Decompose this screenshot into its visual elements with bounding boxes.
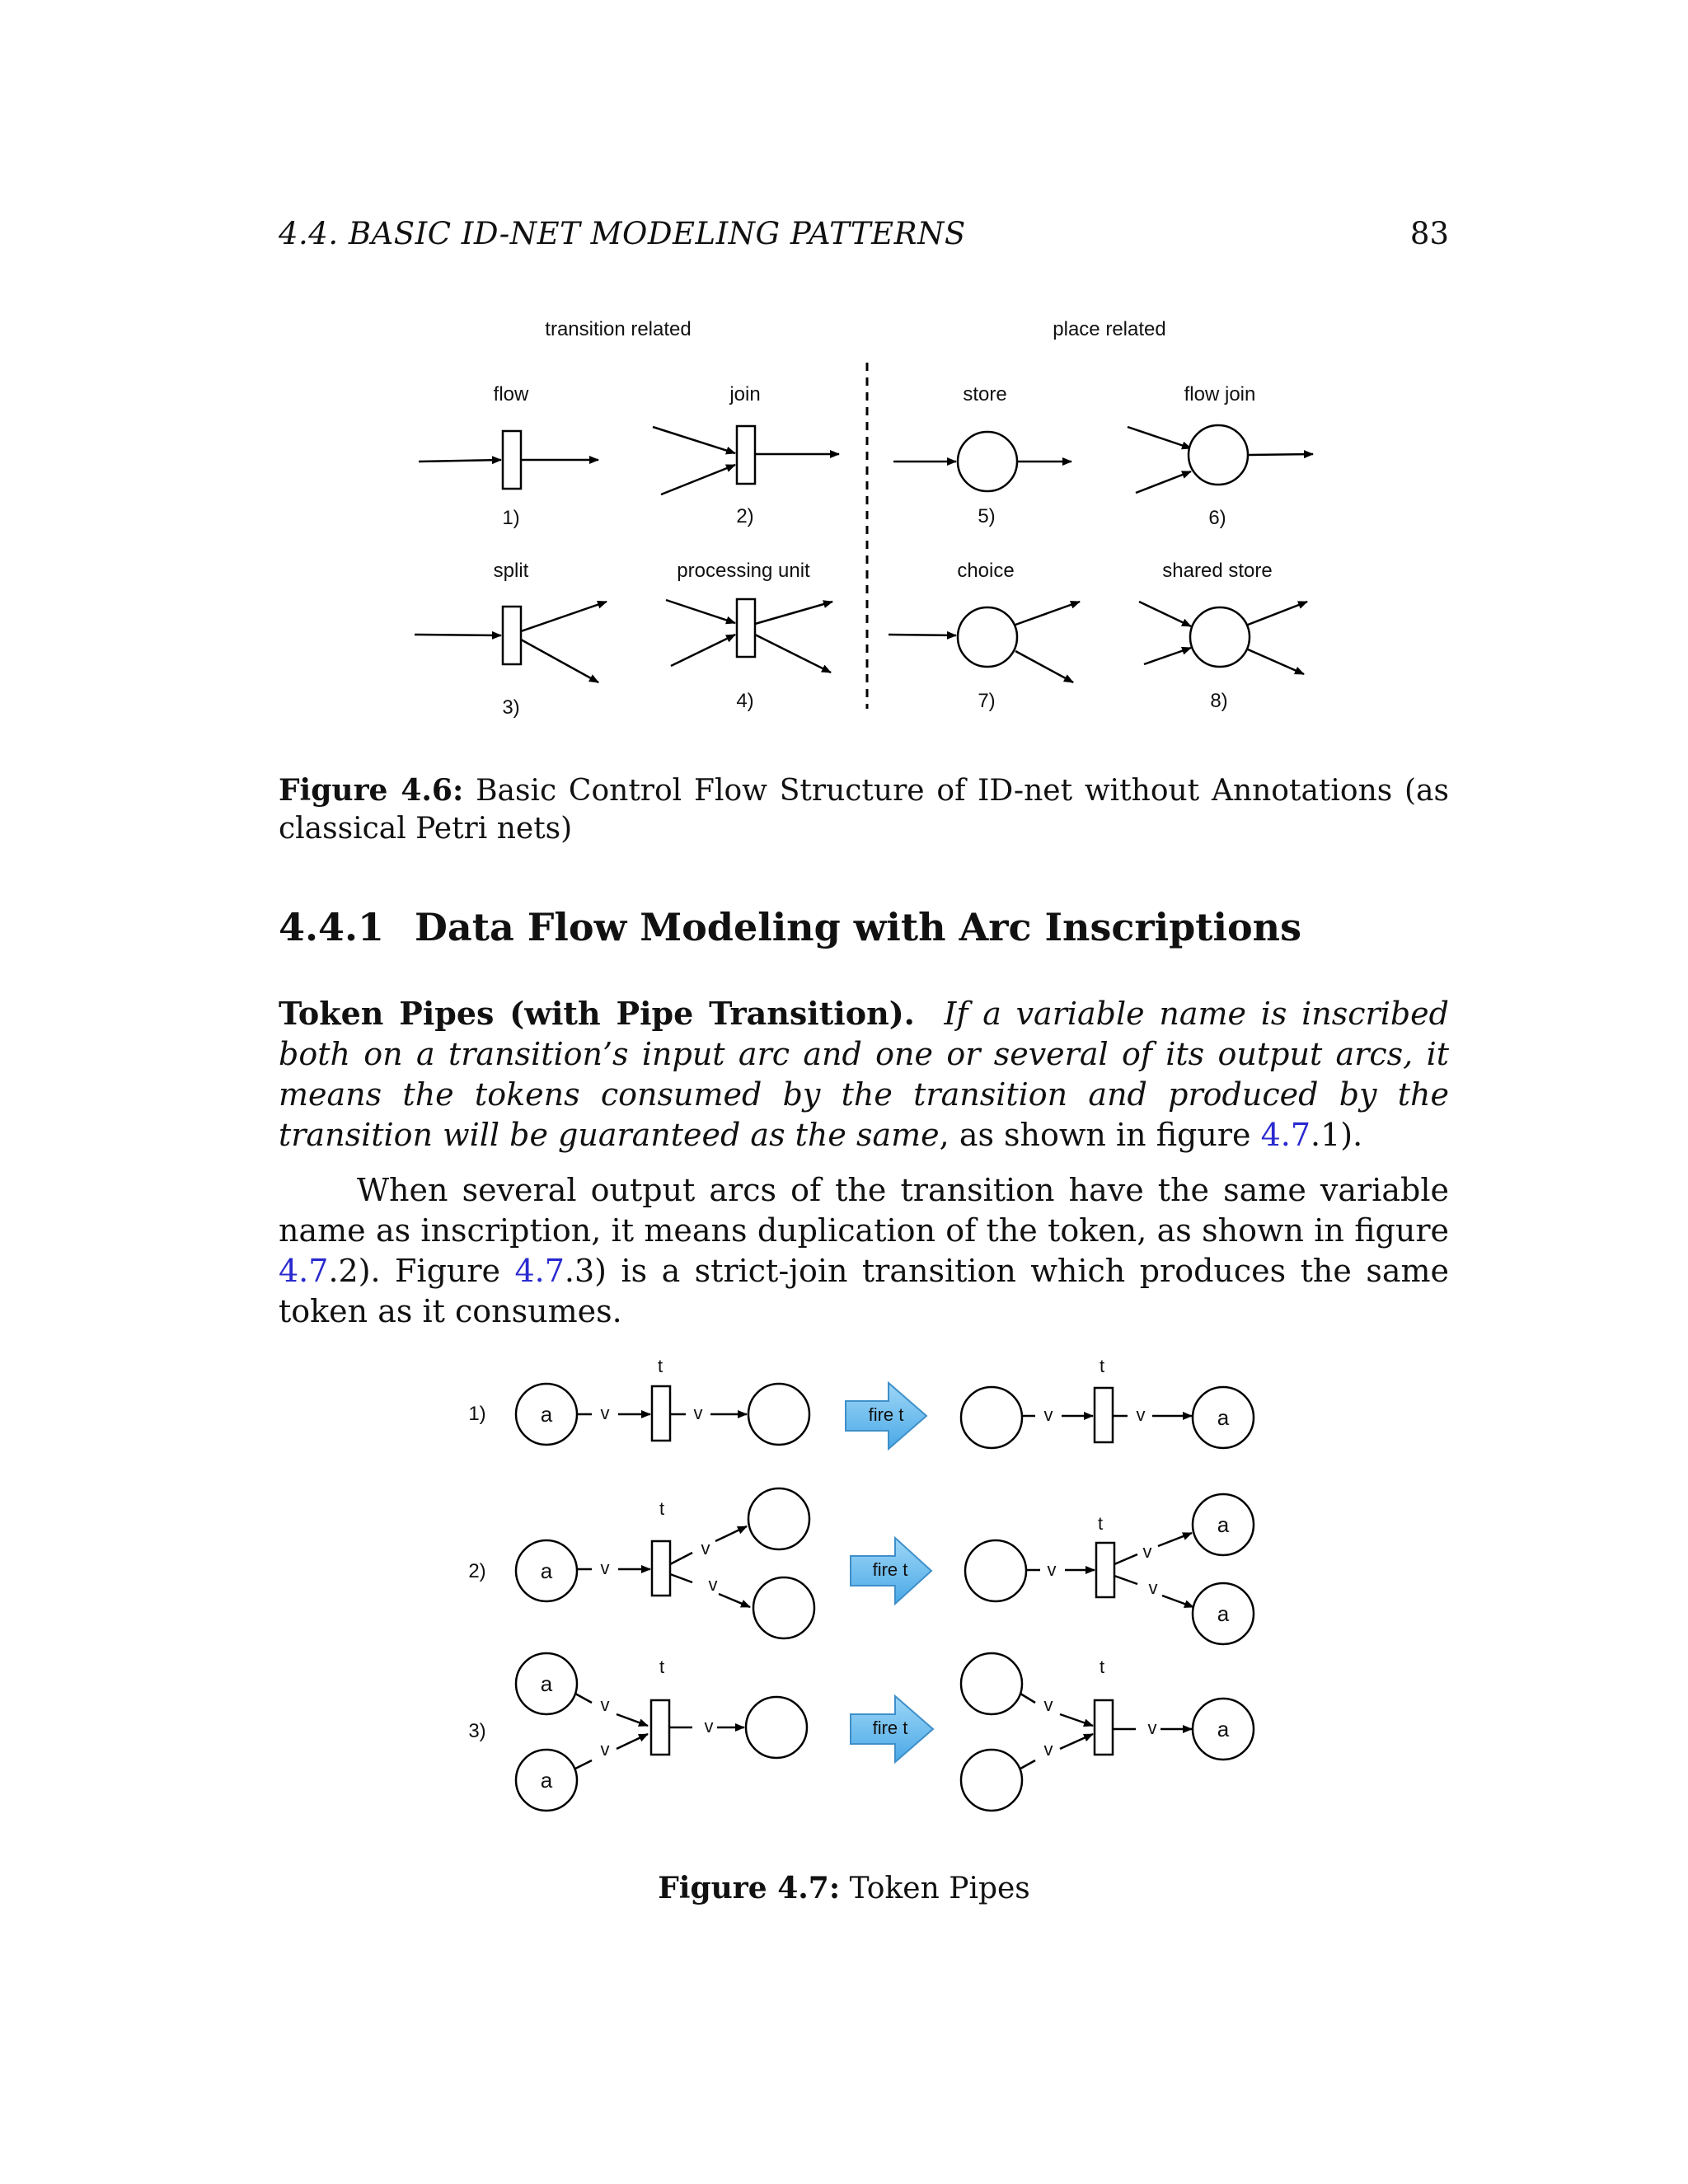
fire-label: fire t: [873, 1718, 908, 1738]
token-label: a: [541, 1558, 553, 1583]
variable-label: v: [1044, 1694, 1053, 1715]
transition-label: t: [1100, 1657, 1104, 1677]
variable-label: v: [601, 1403, 610, 1423]
figure-4-7-caption: Figure 4.7: Token Pipes: [0, 1869, 1688, 1908]
pattern-flow: [418, 429, 599, 490]
paragraph-duplication: When several output arcs of the transiti…: [279, 1172, 1449, 1329]
fire-arrow-2: [850, 1535, 933, 1606]
variable-label: v: [1048, 1559, 1057, 1580]
token-label: a: [1217, 1512, 1230, 1537]
caption-label: Figure 4.6:: [279, 773, 464, 808]
figure-4-6-diagram: transition related place related flow jo…: [414, 318, 1314, 719]
running-header: 4.4. BASIC ID-NET MODELING PATTERNS: [279, 216, 966, 251]
pattern-store: [893, 430, 1072, 493]
variable-label: v: [1044, 1739, 1053, 1760]
pattern-shared-store: [1138, 600, 1308, 676]
caption-text: Basic Control Flow Structure of ID-net w…: [279, 774, 1449, 846]
label-transition-related: transition related: [545, 318, 691, 340]
transition-label: t: [659, 1498, 664, 1519]
figure-4-7-diagram: 1) 2) 3): [468, 1356, 1255, 1812]
variable-label: v: [701, 1538, 710, 1558]
label-flow-join: flow join: [1184, 383, 1256, 405]
variable-label: v: [1044, 1404, 1053, 1425]
transition-label: t: [1098, 1513, 1103, 1534]
variable-label: v: [694, 1403, 703, 1423]
label-split: split: [494, 560, 529, 582]
label-store: store: [963, 383, 1006, 405]
paragraph-definition: If a variable name is inscribed both on …: [279, 996, 1449, 1153]
row-2-before: [514, 1487, 816, 1640]
fire-arrow-3: [850, 1694, 935, 1765]
pattern-join: [652, 424, 840, 496]
row-2-after: [964, 1493, 1255, 1646]
pattern-processing-unit: [665, 598, 833, 674]
row-3-after: [959, 1652, 1255, 1812]
figure-link[interactable]: 4.7: [1260, 1117, 1311, 1153]
variable-label: v: [601, 1558, 610, 1578]
paragraph-lead: Token Pipes (with Pipe Transition).: [279, 995, 915, 1032]
pattern-flow-join: [1127, 424, 1314, 494]
token-label: a: [541, 1402, 553, 1427]
fire-label: fire t: [873, 1559, 908, 1580]
figure-link[interactable]: 4.7: [514, 1253, 565, 1289]
variable-label: v: [601, 1694, 610, 1715]
label-choice: choice: [957, 560, 1014, 582]
label-place-related: place related: [1053, 318, 1165, 340]
token-label: a: [1217, 1405, 1230, 1430]
variable-label: v: [601, 1739, 610, 1760]
transition-label: t: [658, 1356, 663, 1376]
row-label-2: 2): [468, 1560, 485, 1582]
variable-label: v: [1143, 1541, 1152, 1562]
row-1-after: [959, 1385, 1255, 1450]
token-label: a: [541, 1671, 553, 1696]
variable-label: v: [1149, 1577, 1158, 1598]
number-8: 8): [1210, 690, 1227, 712]
number-2: 2): [736, 505, 753, 527]
variable-label: v: [1137, 1404, 1146, 1425]
pattern-choice: [888, 600, 1081, 684]
label-flow: flow: [494, 383, 529, 405]
fire-arrow-1: [845, 1380, 928, 1451]
token-label: a: [541, 1768, 553, 1793]
label-join: join: [729, 383, 760, 405]
section-number: 4.4.1: [279, 905, 385, 949]
row-3-before: [514, 1652, 809, 1812]
transition-label: t: [659, 1657, 664, 1677]
number-4: 4): [736, 690, 753, 712]
row-1-before: [514, 1382, 811, 1446]
variable-label: v: [709, 1574, 718, 1595]
label-shared-store: shared store: [1162, 560, 1272, 582]
fire-label: fire t: [869, 1404, 904, 1425]
paragraph-token-pipes: Token Pipes (with Pipe Transition). If a…: [279, 995, 1449, 1153]
token-label: a: [1217, 1717, 1230, 1741]
number-5: 5): [978, 505, 995, 527]
section-heading: 4.4.1 Data Flow Modeling with Arc Inscrip…: [279, 905, 1301, 949]
number-6: 6): [1208, 507, 1226, 529]
section-title: Data Flow Modeling with Arc Inscriptions: [415, 905, 1302, 949]
token-label: a: [1217, 1601, 1230, 1626]
row-label-3: 3): [468, 1720, 485, 1742]
pattern-split: [414, 600, 607, 684]
row-label-1: 1): [468, 1403, 485, 1425]
variable-label: v: [705, 1716, 714, 1736]
label-processing-unit: processing unit: [677, 560, 810, 582]
number-1: 1): [502, 507, 519, 529]
figure-4-6-caption: Figure 4.6: Basic Control Flow Structure…: [279, 771, 1449, 848]
transition-label: t: [1100, 1356, 1104, 1376]
caption-text: Token Pipes: [849, 1872, 1030, 1905]
page-number: 83: [1409, 216, 1449, 251]
caption-label: Figure 4.7:: [658, 1871, 841, 1905]
number-7: 7): [978, 690, 995, 712]
figure-link[interactable]: 4.7: [279, 1253, 329, 1289]
variable-label: v: [1148, 1718, 1157, 1738]
number-3: 3): [502, 696, 519, 719]
